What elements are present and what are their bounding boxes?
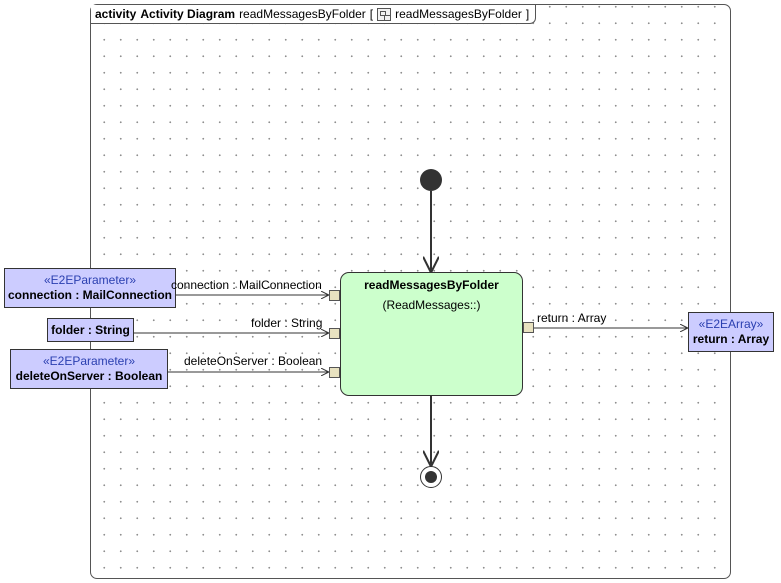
parameter-name: folder : String — [51, 323, 130, 337]
parameter-node-delete-on-server[interactable]: «E2EParameter» deleteOnServer : Boolean — [10, 349, 168, 389]
frame-bracket-open: [ — [369, 7, 374, 21]
output-pin-return[interactable] — [523, 322, 534, 333]
parameter-name: return : Array — [692, 332, 770, 346]
parameter-name: connection : MailConnection — [8, 288, 172, 302]
pin-label-connection: connection : MailConnection — [171, 278, 322, 292]
frame-kind: activity — [95, 7, 137, 21]
pin-label-delete-on-server: deleteOnServer : Boolean — [184, 354, 323, 368]
parameter-name: deleteOnServer : Boolean — [15, 369, 163, 383]
frame-title-tab: activity Activity Diagram readMessagesBy… — [91, 5, 537, 24]
pin-label-return: return : Array — [537, 311, 607, 325]
action-name: readMessagesByFolder — [364, 278, 499, 292]
activity-final-node[interactable] — [420, 466, 442, 488]
parameter-stereotype: «E2EParameter» — [42, 354, 136, 368]
call-behavior-action[interactable]: readMessagesByFolder (ReadMessages::) — [340, 272, 523, 396]
frame-ref-name: readMessagesByFolder — [395, 7, 522, 21]
parameter-stereotype: «E2EArray» — [698, 317, 764, 331]
parameter-node-connection[interactable]: «E2EParameter» connection : MailConnecti… — [4, 268, 176, 308]
input-pin-delete-on-server[interactable] — [329, 367, 340, 378]
action-behavior: (ReadMessages::) — [382, 298, 481, 312]
frame-title: Activity Diagram — [140, 7, 236, 21]
parameter-stereotype: «E2EParameter» — [43, 273, 137, 287]
input-pin-connection[interactable] — [329, 290, 340, 301]
parameter-node-folder[interactable]: folder : String — [47, 318, 134, 342]
initial-node[interactable] — [420, 169, 442, 191]
activity-diagram-icon — [377, 7, 392, 21]
input-pin-folder[interactable] — [329, 328, 340, 339]
pin-label-folder: folder : String — [251, 316, 323, 330]
frame-name: readMessagesByFolder — [239, 7, 366, 21]
parameter-node-return[interactable]: «E2EArray» return : Array — [688, 312, 774, 352]
frame-bracket-close: ] — [525, 7, 530, 21]
